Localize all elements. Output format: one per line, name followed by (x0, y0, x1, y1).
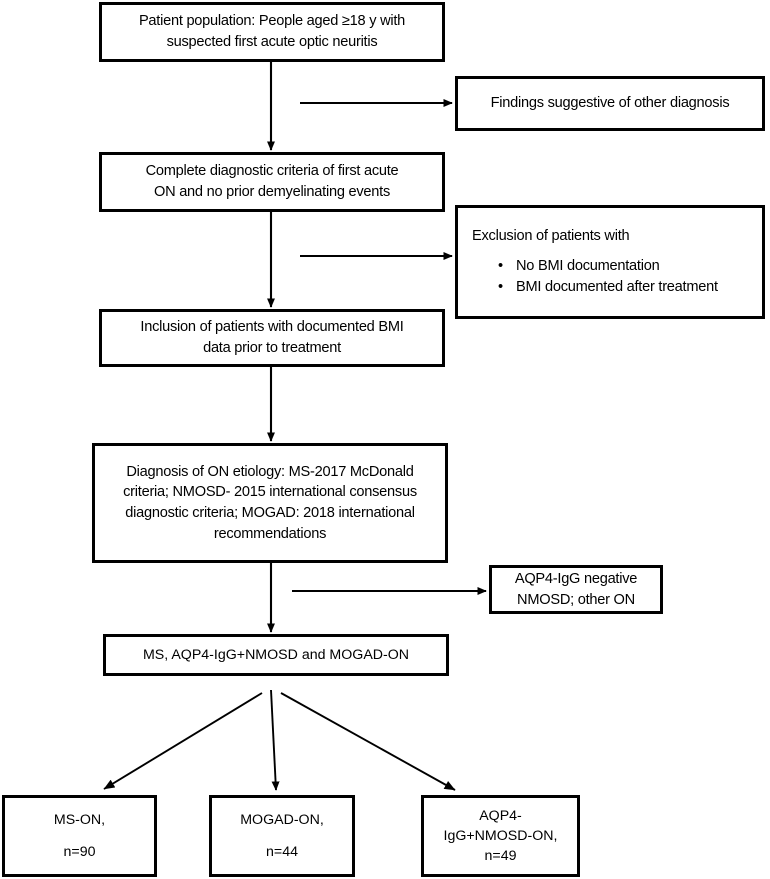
exclusion-bullet-item: No BMI documentation (472, 256, 748, 278)
patient-population-line-2: suspected first acute optic neuritis (166, 34, 378, 50)
diagnosis-line-3: diagnostic criteria; MOGAD: 2018 interna… (125, 505, 415, 521)
exclusion-bullet-list: No BMI documentation BMI documented afte… (472, 256, 748, 299)
complete-diagnostic-criteria-box: Complete diagnostic criteria of first ac… (99, 152, 445, 212)
aqp4-igg-negative-box: AQP4-IgG negative NMOSD; other ON (489, 565, 663, 614)
diagnosis-of-on-etiology-box: Diagnosis of ON etiology: MS-2017 McDona… (92, 443, 448, 563)
diagnosis-line-4: recommendations (213, 525, 327, 542)
ms-on-group-box: MS-ON, n=90 (2, 795, 157, 877)
complete-diagnostic-criteria-line-1: Complete diagnostic criteria of first ac… (145, 163, 399, 180)
mogad-on-count: n=44 (266, 843, 298, 860)
complete-diagnostic-criteria-line-2: ON and no prior demyelinating events (154, 184, 390, 200)
inclusion-of-patients-box: Inclusion of patients with documented BM… (99, 309, 445, 367)
inclusion-line-2: data prior to treatment (203, 340, 341, 356)
final-cohort-box: MS, AQP4-IgG+NMOSD and MOGAD-ON (103, 634, 449, 676)
ms-on-count: n=90 (63, 843, 96, 860)
connector-cohort-to-aqp4-on (280, 692, 456, 791)
mogad-on-label: MOGAD-ON, (240, 811, 324, 828)
aqp4-on-label-line-2: IgG+NMOSD-ON, (443, 827, 558, 844)
mogad-on-group-box: MOGAD-ON, n=44 (209, 795, 355, 877)
aqp4-negative-line-2: NMOSD; other ON (517, 591, 635, 608)
diagnosis-line-2: criteria; NMOSD- 2015 international cons… (123, 484, 417, 501)
inclusion-line-1: Inclusion of patients with documented BM… (140, 319, 404, 336)
exclusion-of-patients-box: Exclusion of patients with No BMI docume… (455, 205, 765, 319)
connector-cohort-to-ms-on (103, 692, 263, 790)
ms-on-label: MS-ON, (53, 811, 106, 828)
connector-cohort-to-mogad-on (270, 689, 280, 791)
final-cohort-label: MS, AQP4-IgG+NMOSD and MOGAD-ON (142, 646, 410, 663)
exclusion-title: Exclusion of patients with (472, 227, 630, 244)
patient-population-box: Patient population: People aged ≥18 y wi… (99, 2, 445, 62)
aqp4-on-count: n=49 (484, 848, 517, 865)
findings-other-diagnosis-label: Findings suggestive of other diagnosis (490, 95, 730, 112)
diagnosis-line-1: Diagnosis of ON etiology: MS-2017 McDona… (126, 463, 414, 480)
aqp4-igg-nmosd-on-group-box: AQP4- IgG+NMOSD-ON, n=49 (421, 795, 580, 877)
aqp4-on-label-line-1: AQP4- (479, 807, 522, 824)
aqp4-negative-line-1: AQP4-IgG negative (514, 570, 638, 587)
exclusion-bullet-item: BMI documented after treatment (472, 277, 748, 299)
findings-other-diagnosis-box: Findings suggestive of other diagnosis (455, 76, 765, 131)
patient-population-line-1: Patient population: People aged ≥18 y wi… (138, 13, 406, 30)
